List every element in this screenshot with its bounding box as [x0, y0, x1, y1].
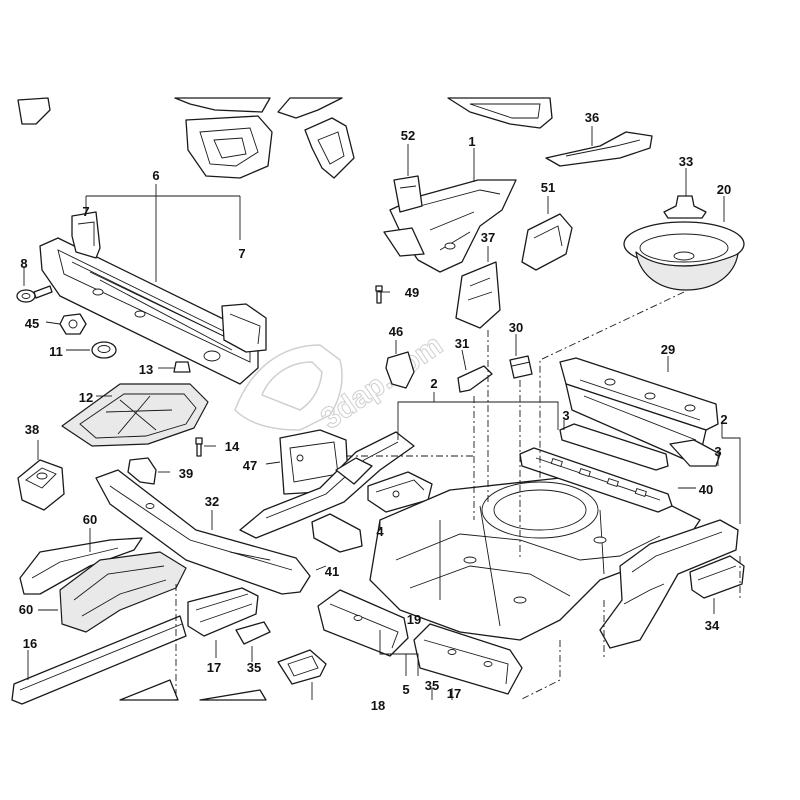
rail-part-32 — [95, 469, 311, 595]
callout-35-left: 35 — [247, 660, 261, 675]
crossmember-part-40 — [519, 447, 673, 513]
callout-36: 36 — [585, 110, 599, 125]
watermark: 3dap.com — [234, 328, 449, 436]
crossmember-part-5 — [317, 589, 409, 657]
callout-7-right: 7 — [238, 246, 245, 261]
callout-29: 29 — [661, 342, 675, 357]
top-fragments — [17, 97, 553, 179]
callout-20: 20 — [717, 182, 731, 197]
mount-part-38 — [17, 459, 65, 511]
callout-4: 4 — [376, 524, 384, 539]
callout-45: 45 — [25, 316, 39, 331]
bumper-beam-part-6 — [39, 237, 259, 385]
clamp-part-33 — [663, 195, 707, 219]
callout-41: 41 — [325, 564, 339, 579]
callout-1: 1 — [468, 134, 475, 149]
alignment-lines — [175, 291, 741, 701]
callout-6: 6 — [152, 168, 159, 183]
callout-7-left: 7 — [82, 204, 89, 219]
callout-17-left: 17 — [207, 660, 221, 675]
block-part-30 — [509, 355, 533, 379]
callout-31: 31 — [455, 336, 469, 351]
bolt-part-49 — [375, 285, 383, 304]
callout-35-right: 35 — [425, 678, 439, 693]
callout-14: 14 — [225, 439, 240, 454]
callout-8: 8 — [20, 256, 27, 271]
bottom-fragments — [119, 679, 267, 701]
nut-part-45 — [59, 313, 87, 335]
bracket-part-39 — [127, 457, 157, 485]
callout-47: 47 — [243, 458, 257, 473]
crossmember-part-3-right — [559, 423, 669, 471]
callout-12: 12 — [79, 390, 93, 405]
callout-17-right: 17 — [447, 686, 461, 701]
callout-3-left: 3 — [562, 408, 569, 423]
panel-part-18 — [277, 649, 327, 685]
spare-wheel-well-part-20 — [623, 221, 745, 291]
grommet-part-11 — [91, 341, 117, 359]
bolt-part-14 — [195, 437, 203, 457]
callout-2-left: 2 — [430, 376, 437, 391]
callout-38: 38 — [25, 422, 39, 437]
leader-lines — [23, 126, 741, 700]
plate-part-35-left — [235, 621, 271, 645]
callout-33: 33 — [679, 154, 693, 169]
tow-eye-part-8 — [16, 285, 53, 303]
callout-5: 5 — [402, 682, 409, 697]
callout-19: 19 — [407, 612, 421, 627]
callout-18: 18 — [371, 698, 385, 713]
callout-60-lower: 60 — [19, 602, 33, 617]
bracket-part-7-right — [221, 303, 267, 353]
callout-labels: 1 2 2 3 3 4 5 6 7 7 8 11 12 13 14 16 17 … — [19, 110, 731, 713]
panel-part-51 — [521, 213, 573, 271]
panel-part-37 — [455, 261, 501, 329]
callout-40: 40 — [699, 482, 713, 497]
callout-52: 52 — [401, 128, 415, 143]
watermark-text: 3dap.com — [315, 328, 449, 435]
callout-46: 46 — [389, 324, 403, 339]
rail-part-60-upper — [19, 537, 143, 595]
strap-part-31 — [457, 365, 493, 393]
callout-34: 34 — [705, 618, 720, 633]
bracket-part-36 — [545, 131, 653, 167]
callout-37: 37 — [481, 230, 495, 245]
bracket-part-7-left — [71, 211, 101, 259]
sill-part-16 — [11, 615, 187, 705]
callout-16: 16 — [23, 636, 37, 651]
callout-60-upper: 60 — [83, 512, 97, 527]
callout-2-right: 2 — [720, 412, 727, 427]
bracket-part-52 — [393, 175, 423, 213]
crossmember-part-17-right — [413, 623, 523, 695]
bracket-part-3-small — [669, 439, 721, 467]
callout-13: 13 — [139, 362, 153, 377]
callout-49: 49 — [405, 285, 419, 300]
callout-32: 32 — [205, 494, 219, 509]
channel-part-17-left — [187, 587, 259, 637]
callout-39: 39 — [179, 466, 193, 481]
callout-30: 30 — [509, 320, 523, 335]
callout-3-right: 3 — [714, 444, 721, 459]
clip-part-13 — [173, 361, 191, 373]
crossmember-part-41 — [311, 513, 363, 553]
callout-11: 11 — [49, 344, 63, 359]
bracket-part-3-left — [335, 457, 373, 485]
bracket-part-46 — [385, 351, 415, 389]
splash-shield-part-12 — [61, 383, 209, 447]
callout-51: 51 — [541, 180, 555, 195]
rail-part-34 — [689, 555, 745, 599]
